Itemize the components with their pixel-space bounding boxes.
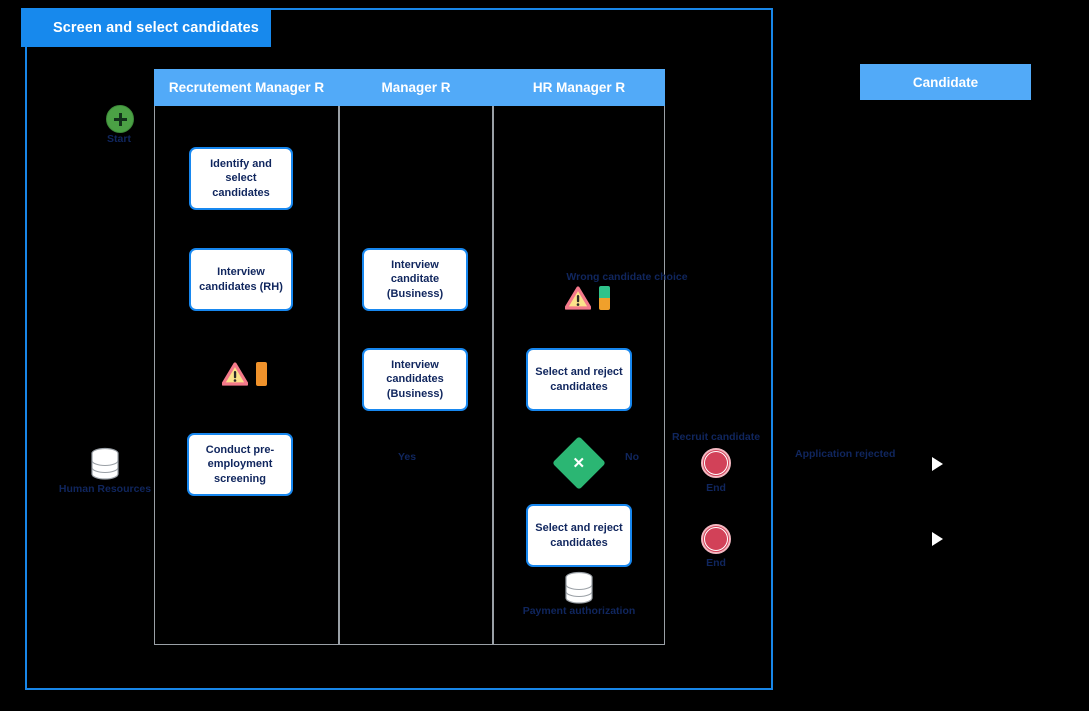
lane-label-manager: Manager R — [381, 80, 451, 95]
flow-label-yes: Yes — [397, 451, 417, 463]
risk-control-group-recruitment[interactable] — [222, 362, 267, 386]
pool-title-banner[interactable]: Screen and select candidates — [21, 8, 271, 47]
datastore-payment-authorization-label: Payment authorization — [522, 605, 636, 617]
task-select-reject-candidates-1[interactable]: Select and reject candidates — [526, 348, 632, 411]
pool-title-text: Screen and select candidates — [53, 19, 259, 36]
message-label-application-rejected: Application rejected — [795, 448, 896, 460]
lane-label-hr-manager: HR Manager R — [532, 80, 626, 95]
task-identify-select-candidates[interactable]: Identify and select candidates — [189, 147, 293, 210]
end-event-1[interactable] — [701, 448, 731, 478]
warning-triangle-icon — [222, 362, 248, 386]
message-flow-arrow-2 — [932, 532, 943, 546]
end-event-2-label: End — [706, 557, 726, 569]
datastore-human-resources-icon[interactable] — [89, 447, 121, 481]
end-event-1-label: End — [706, 482, 726, 494]
lane-header-manager[interactable]: Manager R — [339, 69, 493, 106]
task-conduct-pre-employment-screening[interactable]: Conduct pre-employment screening — [187, 433, 293, 496]
lane-label-recruitment-manager: Recrutement Manager R — [168, 80, 325, 95]
candidate-pool-title-text: Candidate — [912, 74, 979, 90]
task-select-reject-candidates-2[interactable]: Select and reject candidates — [526, 504, 632, 567]
flow-label-no: No — [625, 451, 639, 463]
gateway-x-icon: ✕ — [572, 454, 586, 472]
lane-header-hr-manager[interactable]: HR Manager R — [493, 69, 665, 106]
risk-label-wrong-candidate-choice: Wrong candidate choice — [566, 271, 688, 283]
start-event-label: Start — [107, 133, 131, 145]
message-flow-arrow-1 — [932, 457, 943, 471]
task-interview-candidates-business[interactable]: Interview candidates (Business) — [362, 348, 468, 411]
end-event-2[interactable] — [701, 524, 731, 554]
task-interview-canditate-business[interactable]: Interview canditate (Business) — [362, 248, 468, 311]
warning-triangle-icon — [565, 286, 591, 310]
lane-body-manager — [339, 106, 493, 645]
risk-control-group-hr[interactable] — [565, 286, 610, 310]
control-bar-icon — [599, 286, 610, 310]
lane-body-hr-manager — [493, 106, 665, 645]
pool-title-candidate[interactable]: Candidate — [860, 64, 1031, 100]
task-label: Interview canditate (Business) — [386, 258, 444, 300]
pool-screen-and-select-candidates — [25, 8, 773, 690]
task-interview-candidates-rh[interactable]: Interview candidates (RH) — [189, 248, 293, 311]
task-label: Interview candidates (Business) — [386, 358, 444, 400]
task-label: Interview candidates (RH) — [199, 265, 283, 293]
task-label: Select and reject candidates — [535, 521, 623, 549]
task-label: Select and reject candidates — [535, 365, 623, 393]
datastore-payment-authorization-icon[interactable] — [563, 571, 595, 605]
lane-header-recruitment-manager[interactable]: Recrutement Manager R — [154, 69, 339, 106]
control-bar-icon — [256, 362, 267, 386]
lane-body-recruitment-manager — [154, 106, 339, 645]
task-label: Identify and select candidates — [210, 157, 272, 199]
start-event[interactable] — [106, 105, 134, 133]
plus-icon — [113, 112, 127, 126]
message-label-recruit-candidate: Recruit candidate — [671, 431, 761, 443]
task-label: Conduct pre-employment screening — [205, 443, 275, 485]
datastore-human-resources-label: Human Resources — [58, 483, 152, 495]
